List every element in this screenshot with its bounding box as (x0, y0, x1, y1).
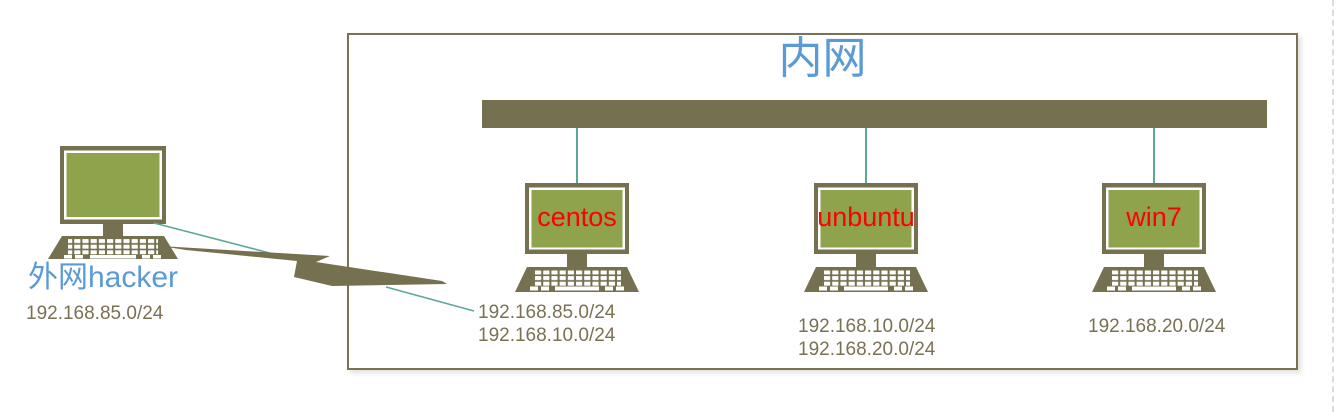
computer-icon-centos: centos (515, 183, 639, 292)
ip-line: 192.168.10.0/24 (478, 325, 616, 346)
intranet-title: 内网 (778, 33, 867, 84)
machine-label-win7: win7 (1125, 202, 1182, 232)
hacker-node-ip: 192.168.85.0/24 (26, 303, 164, 324)
machine-label-unbuntu: unbuntu (817, 202, 915, 232)
machine-label-centos: centos (537, 202, 617, 232)
ip-line: 192.168.85.0/24 (478, 302, 616, 323)
ip-line: 192.168.10.0/24 (798, 316, 936, 337)
hacker-computer-icon (48, 146, 178, 259)
computer-icon-win7: win7 (1092, 183, 1216, 292)
hacker-node-label: 外网hacker (28, 261, 179, 294)
connector-bus-centos (576, 128, 578, 184)
ip-list-unbuntu: 192.168.10.0/24 192.168.20.0/24 (798, 315, 935, 361)
ip-line: 192.168.20.0/24 (1088, 316, 1226, 337)
ip-list-centos: 192.168.85.0/24 192.168.10.0/24 (478, 301, 615, 347)
page-edge-guide (1332, 0, 1334, 412)
intranet-boundary-box (347, 33, 1298, 370)
computer-icon-unbuntu: unbuntu (804, 183, 928, 292)
ip-list-win7: 192.168.20.0/24 (1088, 315, 1225, 338)
ip-line: 192.168.20.0/24 (798, 339, 936, 360)
connector-bus-win7 (1153, 128, 1155, 184)
connector-bus-unbuntu (865, 128, 867, 184)
network-bus-bar (482, 100, 1267, 128)
